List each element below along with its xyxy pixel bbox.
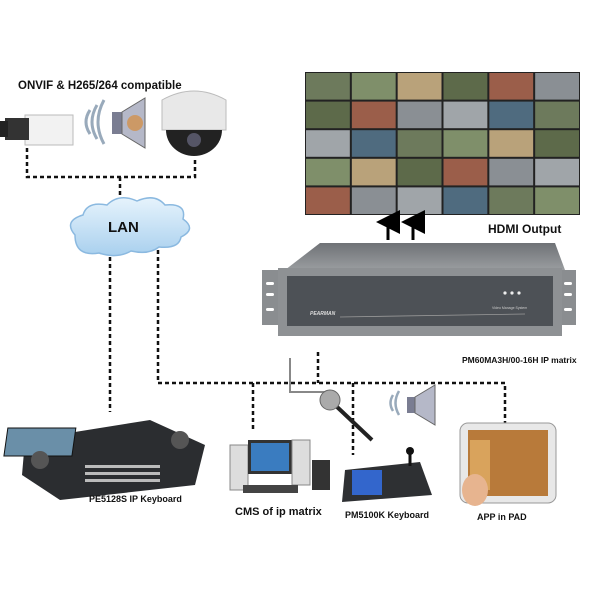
video-tile: [397, 158, 442, 186]
hdmi-arrows: [376, 210, 425, 240]
video-tile: [397, 187, 442, 214]
video-tile: [397, 73, 442, 100]
ip-matrix-device: [262, 243, 576, 336]
mic-cable: [289, 358, 330, 393]
video-tile: [351, 101, 396, 129]
video-tile: [351, 187, 396, 214]
video-wall: [305, 72, 580, 215]
video-tile: [443, 158, 488, 186]
box-camera-icon: [0, 114, 74, 146]
video-tile: [489, 130, 534, 157]
lan-label: LAN: [108, 219, 139, 236]
video-tile: [306, 158, 350, 186]
cms-computer-icon: [229, 439, 330, 493]
ip-keyboard-label: PE5128S IP Keyboard: [89, 494, 182, 504]
hdmi-output-label: HDMI Output: [488, 222, 562, 236]
video-tile: [535, 101, 579, 129]
ip-keyboard-icon: [3, 420, 205, 500]
video-tile: [489, 101, 534, 129]
pad-label: APP in PAD: [477, 512, 527, 522]
video-tile: [306, 101, 350, 129]
video-tile: [397, 130, 442, 157]
video-tile: [489, 73, 534, 100]
video-tile: [535, 158, 579, 186]
video-tile: [351, 73, 396, 100]
speaker-icon: [84, 97, 146, 149]
video-tile: [535, 73, 579, 100]
microphone-icon: [319, 389, 374, 442]
video-tile: [535, 130, 579, 157]
matrix-brand-logo: PEARMAN: [310, 311, 336, 317]
video-tile: [443, 101, 488, 129]
cms-label: CMS of ip matrix: [235, 506, 322, 518]
speaker-icon-2: [389, 384, 436, 426]
cameras-label: ONVIF & H265/264 compatible: [18, 80, 182, 92]
video-tile: [306, 130, 350, 157]
pm-keyboard-icon: [342, 447, 432, 502]
video-tile: [351, 158, 396, 186]
video-tile: [306, 73, 350, 100]
dome-camera-icon: [161, 90, 227, 156]
video-tile: [351, 130, 396, 157]
matrix-label: PM60MA3H/00-16H IP matrix: [462, 355, 577, 365]
video-tile: [489, 158, 534, 186]
video-tile: [306, 187, 350, 214]
network-lines: [25, 148, 507, 455]
video-tile: [443, 73, 488, 100]
video-tile: [489, 187, 534, 214]
pm-keyboard-label: PM5100K Keyboard: [345, 510, 430, 520]
video-tile: [443, 187, 488, 214]
matrix-caption: Video Manage System: [492, 306, 528, 310]
tablet-icon: [459, 422, 557, 506]
lan-cloud-icon: [69, 197, 191, 257]
video-tile: [397, 101, 442, 129]
video-tile: [535, 187, 579, 214]
video-tile: [443, 130, 488, 157]
